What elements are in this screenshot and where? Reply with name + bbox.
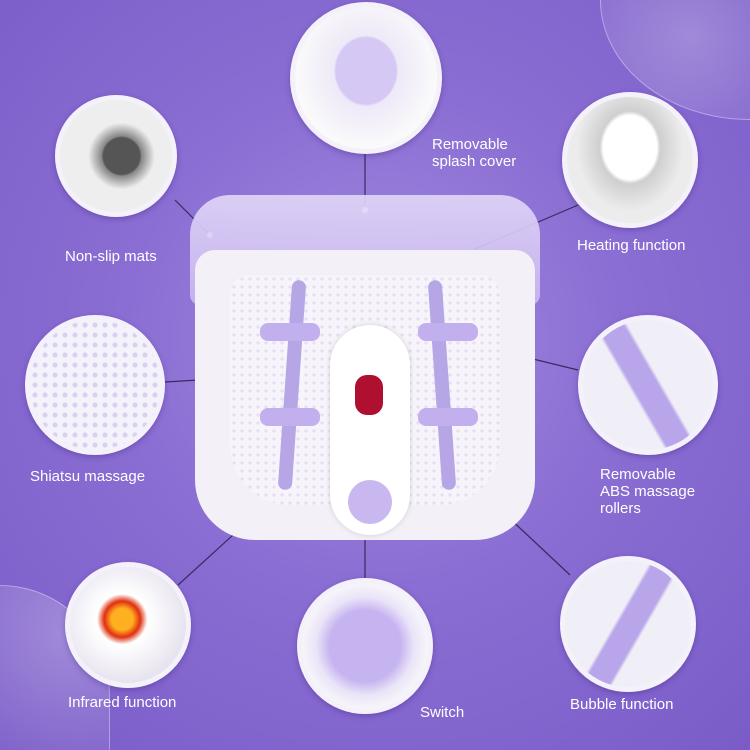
heating-function-label: Heating function bbox=[577, 237, 686, 254]
massage-roller bbox=[418, 408, 478, 426]
massage-roller bbox=[260, 323, 320, 341]
label-line: Removable bbox=[432, 136, 508, 153]
shiatsu-detail-image bbox=[25, 315, 165, 455]
splash-cover-label: Removable splash cover bbox=[432, 136, 516, 170]
shiatsu-massage-label: Shiatsu massage bbox=[30, 468, 146, 485]
rollers-label: Removable ABS massage rollers bbox=[600, 466, 695, 517]
massage-roller bbox=[418, 323, 478, 341]
label-line: Removable bbox=[600, 466, 676, 483]
splash-cover-detail-image bbox=[290, 2, 442, 154]
switch-detail-image bbox=[297, 578, 433, 714]
label-line: splash cover bbox=[432, 153, 517, 170]
switch-knob[interactable] bbox=[348, 480, 392, 524]
bubble-detail-image bbox=[560, 556, 696, 692]
infrared-detail-image bbox=[65, 562, 191, 688]
rollers-detail-image bbox=[578, 315, 718, 455]
label-line: rollers bbox=[600, 500, 641, 517]
heating-detail-image bbox=[562, 92, 698, 228]
massage-roller bbox=[260, 408, 320, 426]
bubble-function-label: Bubble function bbox=[570, 696, 674, 713]
infrared-indicator bbox=[355, 375, 383, 415]
non-slip-mats-label: Non-slip mats bbox=[65, 248, 157, 265]
foot-spa-basin bbox=[190, 195, 540, 540]
label-line: ABS massage bbox=[600, 483, 696, 500]
infrared-function-label: Infrared function bbox=[68, 694, 177, 711]
switch-label: Switch bbox=[420, 704, 465, 721]
non-slip-mats-detail-image bbox=[55, 95, 177, 217]
